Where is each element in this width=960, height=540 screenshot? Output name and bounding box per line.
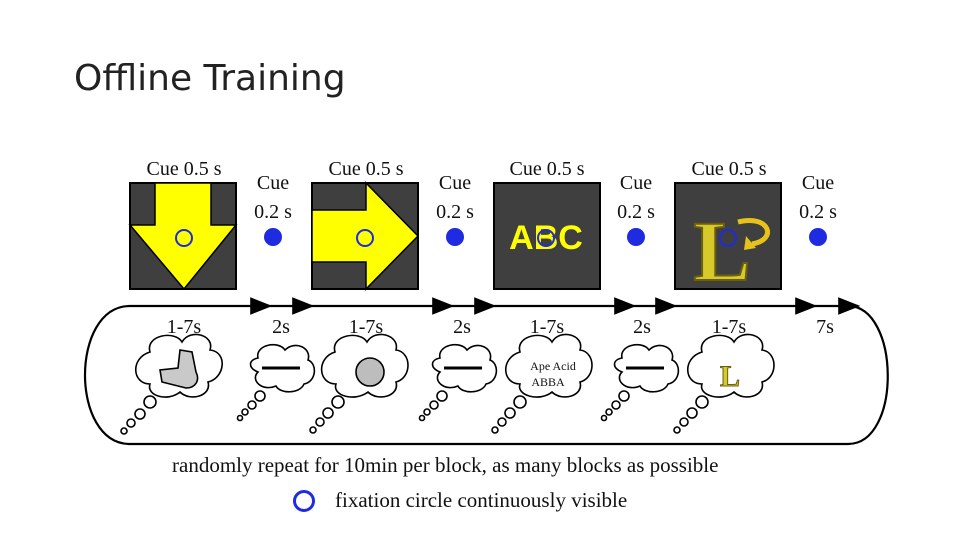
thought-bubble-letter [673,333,775,434]
thought-bubble-words [491,333,593,434]
fixation-circle-icon [719,229,737,247]
svg-text:0.2 s: 0.2 s [436,201,474,223]
cue-label-2: Cue 0.5 s [329,158,404,180]
fixation-cue-2: Cue 0.2 s [436,172,474,246]
slide-title: Offline Training [74,58,346,99]
fixation-circle-icon [175,229,193,247]
timeline-label: 7s [816,316,834,338]
cue-box-arrow-right [311,181,420,291]
cue-label-4: Cue 0.5 s [692,158,767,180]
timeline-label: 1-7s [712,316,747,338]
rotate-arrow-icon [737,218,770,247]
fixation-dot-icon [264,228,282,246]
timeline-label: 1-7s [349,316,384,338]
thought-word-line1: Ape Acid [530,359,576,373]
arrow-down-icon [128,182,238,291]
thought-bubble-rest-3 [600,343,680,422]
fixation-dot-icon [809,228,827,246]
svg-text:0.2 s: 0.2 s [617,201,655,223]
arrow-right-icon [311,181,420,291]
cue-text: ABC [509,219,583,257]
fixation-legend: fixation circle continuously visible [293,488,627,513]
cue-box-text: ABC [493,182,601,290]
fixation-cue-1: Cue 0.2 s [254,172,292,246]
thought-bubble-rest-2 [418,343,498,422]
repeat-caption: randomly repeat for 10min per block, as … [172,453,719,477]
cue-label-1: Cue 0.5 s [147,158,222,180]
foot-icon [159,349,199,389]
cue-box-letter: L [674,182,782,300]
hand-ok-icon [355,357,385,387]
timeline-label: 1-7s [530,316,565,338]
svg-text:Cue: Cue [257,172,289,194]
svg-text:0.2 s: 0.2 s [254,201,292,223]
svg-text:0.2 s: 0.2 s [799,201,837,223]
timeline-loop [84,297,889,446]
thought-word-line2: ABBA [531,375,565,389]
thought-letter: L [720,360,740,393]
svg-text:Cue: Cue [620,172,652,194]
fixation-circle-icon [356,229,374,247]
fixation-dot-icon [627,228,645,246]
svg-text:Cue: Cue [439,172,471,194]
cue-label-3: Cue 0.5 s [510,158,585,180]
timeline-label: 2s [272,316,290,338]
thought-bubble-hand [309,333,409,434]
fixation-cue-4: Cue 0.2 s [799,172,837,246]
thought-bubble-foot [120,333,223,435]
timeline-label: 1-7s [167,316,202,338]
fixation-legend-text: fixation circle continuously visible [335,488,628,512]
fixation-cue-3: Cue 0.2 s [617,172,655,246]
fixation-circle-icon [293,489,315,512]
timeline-label: 2s [453,316,471,338]
cue-box-arrow-down [128,182,238,291]
fixation-dot-icon [446,228,464,246]
fixation-circle-icon [537,229,555,247]
svg-text:Cue: Cue [802,172,834,194]
thought-bubble-rest-1 [236,343,316,422]
cue-letter: L [693,203,750,299]
timeline-label: 2s [633,316,651,338]
